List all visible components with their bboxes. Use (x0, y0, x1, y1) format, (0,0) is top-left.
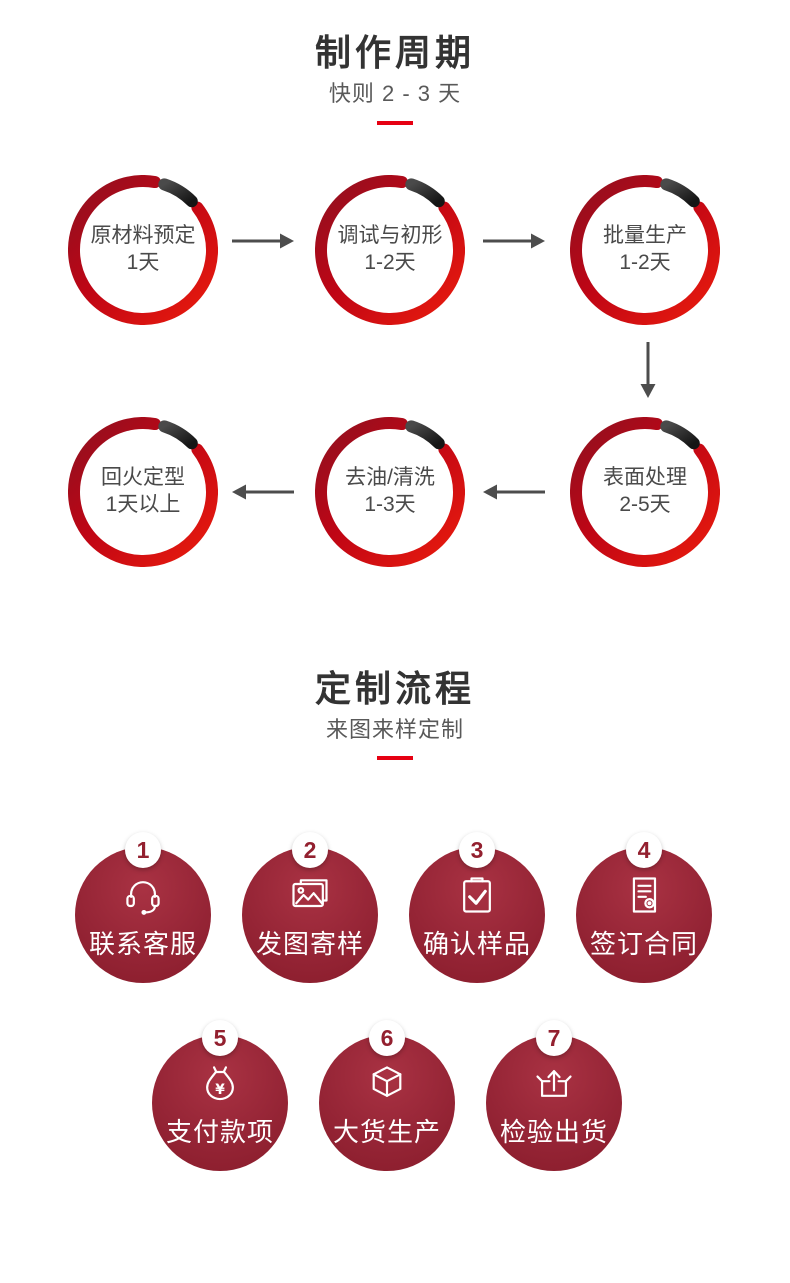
progress-ring (68, 175, 218, 325)
svg-text:¥: ¥ (215, 1082, 225, 1098)
step-number-badge: 2 (292, 832, 328, 868)
progress-ring (570, 175, 720, 325)
ring-line2: 1天 (126, 251, 160, 274)
step-label: 检验出货 (499, 1117, 608, 1147)
ring-line2: 1-2天 (619, 251, 671, 274)
step-number-badge: 7 (536, 1020, 572, 1056)
photo-icon (292, 879, 328, 908)
money-bag-icon: ¥ (206, 1066, 234, 1101)
production-step-3: 批量生产 1-2天 (570, 175, 720, 325)
arrow-right-icon (481, 232, 547, 250)
ring-line1: 表面处理 (603, 466, 687, 490)
custom-step-5: 5 ¥ 支付款项 (152, 1020, 288, 1171)
ring-line1: 原材料预定 (90, 224, 196, 248)
step-number-badge: 3 (459, 832, 495, 868)
ring-text: 回火定型 1天以上 (68, 417, 218, 567)
production-step-6: 回火定型 1天以上 (68, 417, 218, 567)
ring-line2: 1天以上 (105, 493, 181, 516)
step-label: 支付款项 (165, 1117, 274, 1147)
step-number: 7 (547, 1024, 561, 1051)
custom-step-1: 1 联系客服 (75, 832, 211, 983)
step-number: 5 (213, 1024, 227, 1051)
clipboard-check-icon (463, 877, 491, 913)
ring-line1: 回火定型 (101, 466, 185, 490)
step-circle (75, 847, 211, 983)
production-section-title: 制作周期 (314, 32, 475, 73)
ring-text: 批量生产 1-2天 (570, 175, 720, 325)
ring-line1: 去油/清洗 (345, 466, 435, 490)
ring-text: 原材料预定 1天 (68, 175, 218, 325)
production-step-4: 表面处理 2-5天 (570, 417, 720, 567)
ring-line2: 1-3天 (364, 493, 416, 516)
ring-line1: 调试与初形 (337, 224, 443, 248)
arrow-left-icon (481, 483, 547, 501)
step-circle (319, 1035, 455, 1171)
production-step-1: 原材料预定 1天 (68, 175, 218, 325)
step-circle (152, 1035, 288, 1171)
step-number: 1 (136, 836, 150, 863)
step-circle (486, 1035, 622, 1171)
step-number-badge: 1 (125, 832, 161, 868)
step-label: 联系客服 (88, 929, 197, 959)
custom-step-7: 7 检验出货 (486, 1020, 622, 1171)
custom-step-6: 6 大货生产 (319, 1020, 455, 1171)
ring-line1: 批量生产 (603, 224, 687, 248)
custom-section-title: 定制流程 (314, 668, 475, 709)
progress-ring (570, 417, 720, 567)
ring-line2: 2-5天 (619, 493, 671, 516)
step-label: 大货生产 (332, 1117, 441, 1147)
step-number-badge: 5 (202, 1020, 238, 1056)
step-number-badge: 6 (369, 1020, 405, 1056)
step-number: 3 (470, 836, 484, 863)
custom-step-4: 4 签订合同 (576, 832, 712, 983)
arrow-right-icon (230, 232, 296, 250)
shipping-box-icon (536, 1069, 572, 1097)
custom-step-2: 2 发图寄样 (242, 832, 378, 983)
ring-line2: 1-2天 (364, 251, 416, 274)
step-label: 确认样品 (422, 929, 531, 959)
step-number: 4 (637, 836, 651, 863)
step-number: 6 (380, 1024, 394, 1051)
production-step-2: 调试与初形 1-2天 (315, 175, 465, 325)
progress-ring (315, 417, 465, 567)
custom-step-3: 3 确认样品 (409, 832, 545, 983)
contract-icon (632, 877, 657, 913)
progress-ring (68, 417, 218, 567)
step-label: 签订合同 (589, 929, 698, 959)
ring-text: 去油/清洗 1-3天 (315, 417, 465, 567)
production-step-5: 去油/清洗 1-3天 (315, 417, 465, 567)
cube-icon (372, 1066, 402, 1097)
ring-text: 调试与初形 1-2天 (315, 175, 465, 325)
step-circle (242, 847, 378, 983)
arrow-left-icon (230, 483, 296, 501)
arrow-down-icon (639, 340, 657, 400)
step-circle (576, 847, 712, 983)
step-label: 发图寄样 (255, 929, 364, 959)
step-circle (409, 847, 545, 983)
title-divider (377, 756, 413, 760)
custom-section-subtitle: 来图来样定制 (325, 717, 464, 742)
progress-ring (315, 175, 465, 325)
title-divider (377, 121, 413, 125)
headset-icon (126, 881, 160, 915)
step-number: 2 (303, 836, 317, 863)
production-section-subtitle: 快则 2 - 3 天 (328, 81, 462, 106)
ring-text: 表面处理 2-5天 (570, 417, 720, 567)
step-number-badge: 4 (626, 832, 662, 868)
